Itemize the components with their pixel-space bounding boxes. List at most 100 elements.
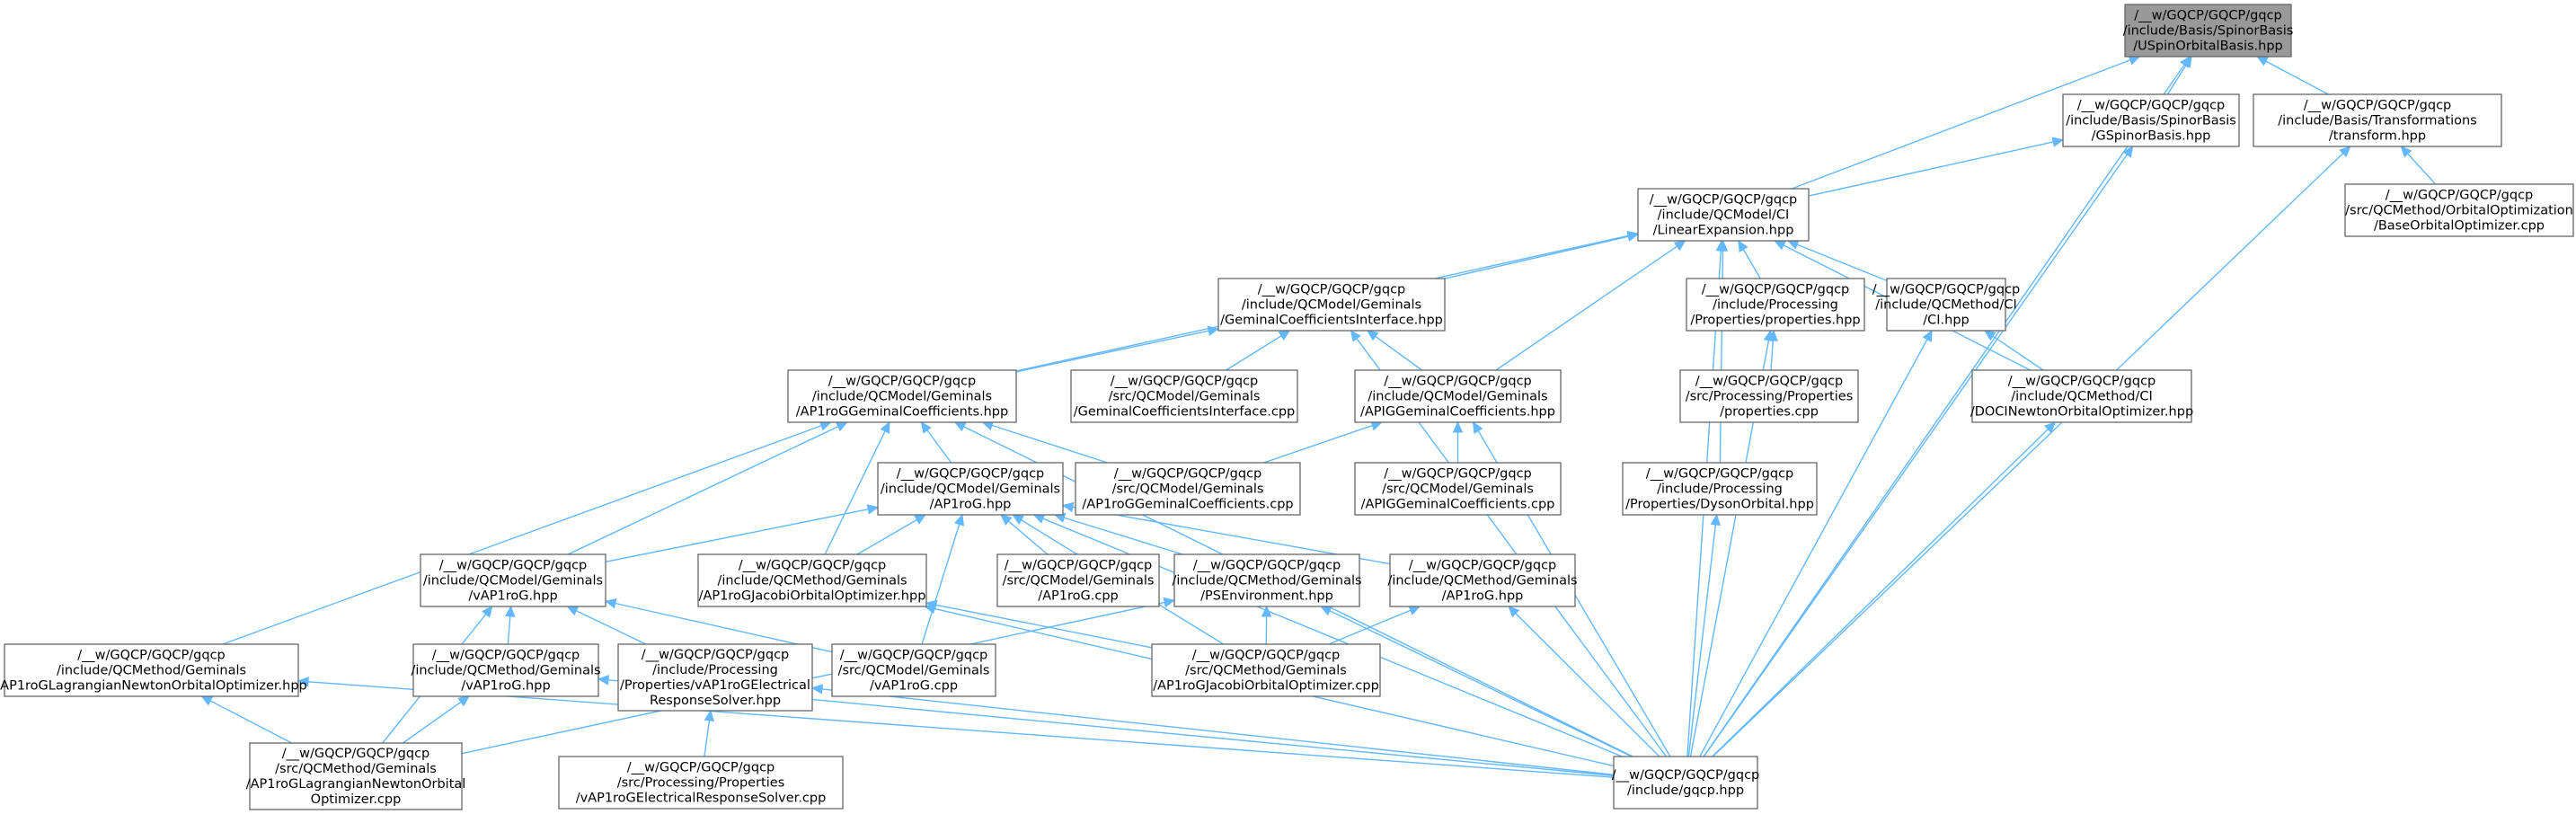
edge-line	[1687, 524, 1717, 757]
node-label-line: /src/QCModel/Geminals	[1003, 574, 1155, 588]
edge-line	[1226, 335, 1282, 371]
edge-line	[1796, 243, 1888, 282]
node-label-line: /__w/GQCP/GQCP/gqcp	[1193, 559, 1341, 573]
edge-arrowhead	[880, 420, 890, 434]
node-box[interactable]	[558, 756, 844, 810]
node-box[interactable]	[996, 553, 1160, 607]
node-label-line: /include/QCMethod/Geminals	[57, 664, 246, 678]
node-ci_hpp[interactable]: /__w/GQCP/GQCP/gqcp/include/QCMethod/CI/…	[1872, 278, 2021, 332]
node-transform[interactable]: /__w/GQCP/GQCP/gqcp/include/Basis/Transf…	[2253, 93, 2502, 147]
node-label-line: /src/QCMethod/Geminals	[1185, 664, 1347, 678]
node-geminalcoefficientsinterface_hpp[interactable]: /__w/GQCP/GQCP/gqcp/include/QCModel/Gemi…	[1217, 278, 1446, 332]
node-box[interactable]	[617, 643, 813, 712]
node-lagrangian_cpp[interactable]: /__w/GQCP/GQCP/gqcp/src/QCMethod/Geminal…	[246, 742, 466, 810]
node-box[interactable]	[412, 643, 599, 697]
edge-gqcp_hpp-to-dysonorbital	[1687, 513, 1722, 757]
node-box[interactable]	[420, 553, 606, 607]
edge-arrowhead	[2339, 146, 2351, 158]
node-box[interactable]	[1613, 756, 1758, 810]
node-vap1rog_qcmodel_cpp[interactable]: /__w/GQCP/GQCP/gqcp/src/QCModel/Geminals…	[831, 643, 996, 697]
node-label-line: /AP1roGLagrangianNewtonOrbitalOptimizer.…	[0, 679, 307, 694]
node-vap1rog_qcmodel_hpp[interactable]: /__w/GQCP/GQCP/gqcp/include/QCModel/Gemi…	[420, 553, 606, 607]
node-box[interactable]	[697, 553, 927, 607]
edge-arrowhead	[1710, 513, 1722, 527]
node-apig_geminalcoefficients_cpp[interactable]: /__w/GQCP/GQCP/gqcp/src/QCModel/Geminals…	[1354, 462, 1562, 516]
edge-arrowhead	[2043, 421, 2057, 434]
node-electrical_hpp[interactable]: /__w/GQCP/GQCP/gqcp/include/Processing/P…	[617, 643, 813, 712]
node-box[interactable]	[1389, 553, 1576, 607]
node-label-line: /__w/GQCP/GQCP/gqcp	[627, 761, 775, 775]
node-psenvironment[interactable]: /__w/GQCP/GQCP/gqcp/include/QCMethod/Gem…	[1172, 553, 1362, 607]
node-jacobi_cpp[interactable]: /__w/GQCP/GQCP/gqcp/src/QCMethod/Geminal…	[1151, 643, 1381, 697]
node-box[interactable]	[4, 643, 299, 697]
node-docinewton[interactable]: /__w/GQCP/GQCP/gqcp/include/QCMethod/CI/…	[1970, 369, 2193, 423]
node-properties_cpp[interactable]: /__w/GQCP/GQCP/gqcp/src/Processing/Prope…	[1679, 369, 1859, 423]
node-box[interactable]	[1679, 369, 1859, 423]
node-label-line: /GeminalCoefficientsInterface.cpp	[1074, 405, 1296, 420]
edge-psenvironment-to-ap1rog_qcmodel_hpp	[1053, 512, 1183, 555]
edge-geminalcoefficientsinterface_hpp-to-linearexpansion	[1444, 231, 1640, 279]
node-label-line: /__w/GQCP/GQCP/gqcp	[2134, 9, 2282, 23]
edge-arrowhead	[1786, 239, 1800, 250]
edge-arrowhead	[1000, 514, 1013, 526]
edge-arrowhead	[1983, 330, 1996, 341]
node-electrical_cpp[interactable]: /__w/GQCP/GQCP/gqcp/src/Processing/Prope…	[558, 756, 844, 810]
node-box[interactable]	[1151, 643, 1381, 697]
edge-arrowhead	[954, 513, 965, 527]
node-label-line: ResponseSolver.hpp	[650, 694, 781, 708]
node-gqcp_hpp[interactable]: /__w/GQCP/GQCP/gqcp/include/gqcp.hpp	[1612, 756, 1760, 810]
node-box[interactable]	[1971, 369, 2192, 423]
node-box[interactable]	[831, 643, 996, 697]
node-box[interactable]	[787, 369, 1017, 423]
node-geminalcoefficientsinterface_cpp[interactable]: /__w/GQCP/GQCP/gqcp/src/QCModel/Geminals…	[1070, 369, 1298, 423]
node-box[interactable]	[1075, 462, 1301, 516]
node-ap1rog_qcmodel_hpp[interactable]: /__w/GQCP/GQCP/gqcp/include/QCModel/Gemi…	[877, 462, 1064, 516]
node-label-line: /__w/GQCP/GQCP/gqcp	[1702, 283, 1850, 297]
node-label-line: /__w/GQCP/GQCP/gqcp	[1384, 375, 1532, 389]
edge-arrowhead	[2051, 137, 2065, 147]
node-ap1rog_geminalcoefficients_cpp[interactable]: /__w/GQCP/GQCP/gqcp/src/QCModel/Geminals…	[1075, 462, 1301, 516]
node-box[interactable]	[1686, 278, 1865, 332]
node-label-line: /vAP1roG.cpp	[870, 679, 958, 694]
node-ap1rog_qcmethod_hpp[interactable]: /__w/GQCP/GQCP/gqcp/include/QCMethod/Gem…	[1387, 553, 1578, 607]
node-box[interactable]	[1354, 462, 1562, 516]
node-lagrangian_hpp[interactable]: /__w/GQCP/GQCP/gqcp/include/QCMethod/Gem…	[0, 643, 307, 697]
node-ap1rog_geminalcoefficients_hpp[interactable]: /__w/GQCP/GQCP/gqcp/include/QCModel/Gemi…	[787, 369, 1017, 423]
node-label-line: /Properties/properties.hpp	[1690, 314, 1860, 328]
node-apig_geminalcoefficients_hpp[interactable]: /__w/GQCP/GQCP/gqcp/include/QCModel/Gemi…	[1354, 369, 1562, 423]
edge-arrowhead	[920, 421, 932, 434]
node-box[interactable]	[249, 742, 463, 810]
node-label-line: /__w/GQCP/GQCP/gqcp	[1258, 283, 1406, 297]
node-label-line: /AP1roGJacobiOrbitalOptimizer.hpp	[699, 589, 926, 604]
node-label-line: /__w/GQCP/GQCP/gqcp	[1872, 283, 2021, 297]
node-box[interactable]	[1886, 278, 2006, 332]
edge-jacobi_hpp-to-ap1rog_geminalcoefficients_hpp	[824, 420, 890, 555]
node-box[interactable]	[2253, 93, 2502, 147]
node-label-line: /include/Basis/Transformations	[2278, 114, 2477, 128]
node-box[interactable]	[1354, 369, 1562, 423]
node-box[interactable]	[1637, 188, 1810, 242]
node-label-line: /__w/GQCP/GQCP/gqcp	[2008, 375, 2156, 389]
node-dysonorbital[interactable]: /__w/GQCP/GQCP/gqcp/include/Processing/P…	[1622, 462, 1818, 516]
node-box[interactable]	[1070, 369, 1298, 423]
edge-ap1rog_qcmodel_hpp-to-ap1rog_geminalcoefficients_hpp	[920, 421, 952, 464]
node-label-line: /transform.hpp	[2329, 129, 2426, 144]
node-ap1rog_qcmodel_cpp[interactable]: /__w/GQCP/GQCP/gqcp/src/QCModel/Geminals…	[996, 553, 1160, 607]
node-box[interactable]	[877, 462, 1064, 516]
node-label-line: /__w/GQCP/GQCP/gqcp	[1005, 559, 1153, 573]
node-box[interactable]	[2344, 183, 2574, 237]
node-properties_hpp[interactable]: /__w/GQCP/GQCP/gqcp/include/Processing/P…	[1686, 278, 1865, 332]
node-label-line: /AP1roG.hpp	[1442, 589, 1524, 604]
node-gspinorbasis[interactable]: /__w/GQCP/GQCP/gqcp/include/Basis/Spinor…	[2062, 93, 2240, 147]
node-box[interactable]	[1622, 462, 1818, 516]
node-vap1rog_qcmethod_hpp[interactable]: /__w/GQCP/GQCP/gqcp/include/QCMethod/Gem…	[411, 643, 601, 697]
node-jacobi_hpp[interactable]: /__w/GQCP/GQCP/gqcp/include/QCMethod/Gem…	[697, 553, 927, 607]
edge-lagrangian_cpp-to-lagrangian_hpp	[200, 695, 292, 744]
edge-line	[1742, 249, 1761, 279]
node-box[interactable]	[1173, 553, 1360, 607]
edge-line	[1015, 330, 1209, 373]
node-baseorbitaloptimizer[interactable]: /__w/GQCP/GQCP/gqcp/src/QCMethod/Orbital…	[2344, 183, 2574, 237]
node-box[interactable]	[1217, 278, 1446, 332]
node-box[interactable]	[2062, 93, 2240, 147]
node-linearexpansion[interactable]: /__w/GQCP/GQCP/gqcp/include/QCModel/CI/L…	[1637, 188, 1810, 242]
